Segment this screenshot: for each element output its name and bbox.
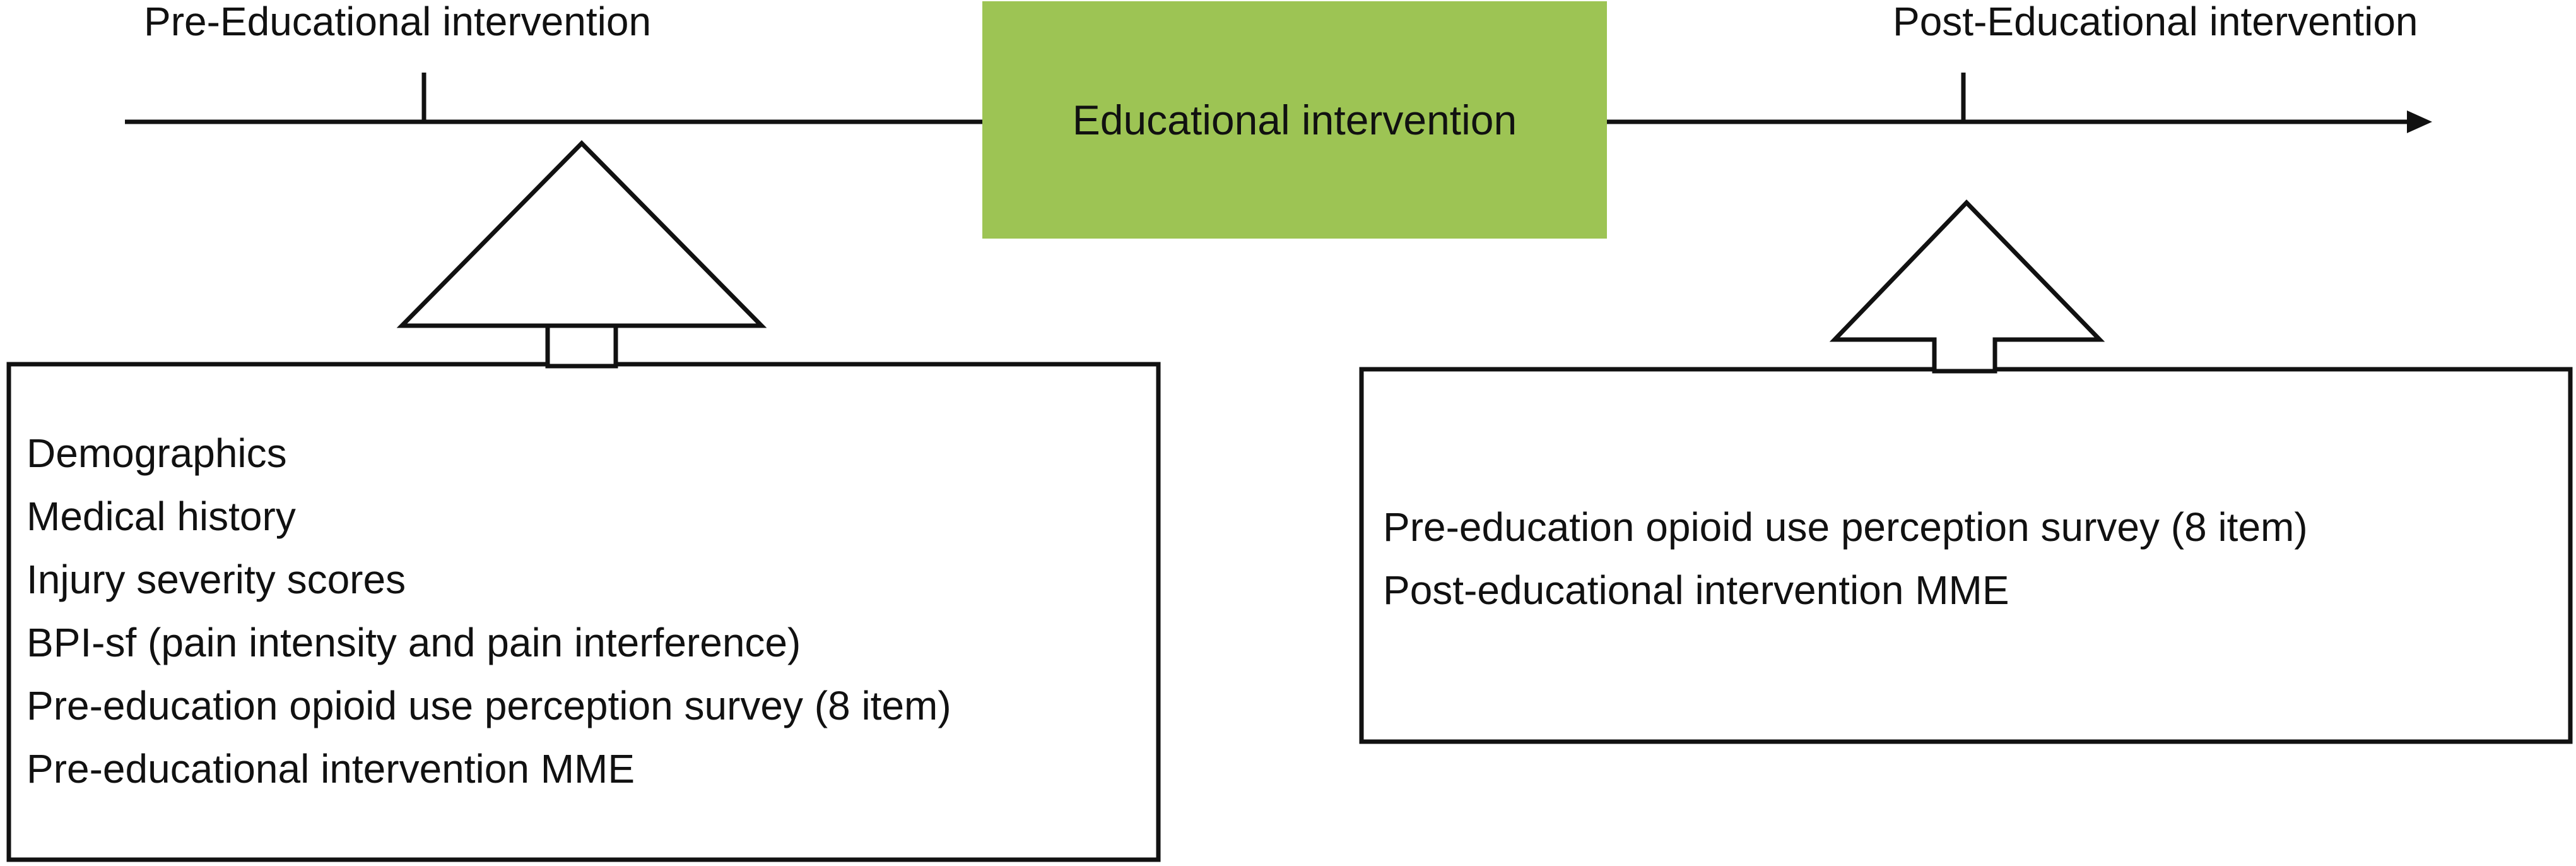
list-item: BPI-sf (pain intensity and pain interfer… (26, 620, 801, 665)
pre-up-arrow-shape (396, 140, 767, 369)
list-item: Medical history (26, 494, 296, 539)
list-item: Pre-education opioid use perception surv… (1383, 504, 2308, 550)
pre-educational-label: Pre-Educational intervention (144, 0, 652, 44)
list-item: Pre-educational intervention MME (26, 746, 635, 792)
post-measures-list: Pre-education opioid use perception surv… (1383, 495, 2308, 622)
post-educational-label: Post-Educational intervention (1893, 0, 2418, 44)
post-up-arrow-shape (1829, 199, 2105, 374)
pre-measures-list: Demographics Medical history Injury seve… (26, 422, 951, 800)
post-box (1359, 367, 2573, 744)
pre-box (6, 362, 1161, 862)
list-item: Pre-education opioid use perception surv… (26, 683, 951, 728)
educational-intervention-label: Educational intervention (1072, 97, 1517, 143)
educational-intervention-box: Educational intervention (982, 1, 1607, 239)
list-item: Demographics (26, 430, 287, 476)
list-item: Post-educational intervention MME (1383, 567, 2009, 613)
timeline-arrowhead (2407, 110, 2432, 133)
list-item: Injury severity scores (26, 557, 406, 602)
